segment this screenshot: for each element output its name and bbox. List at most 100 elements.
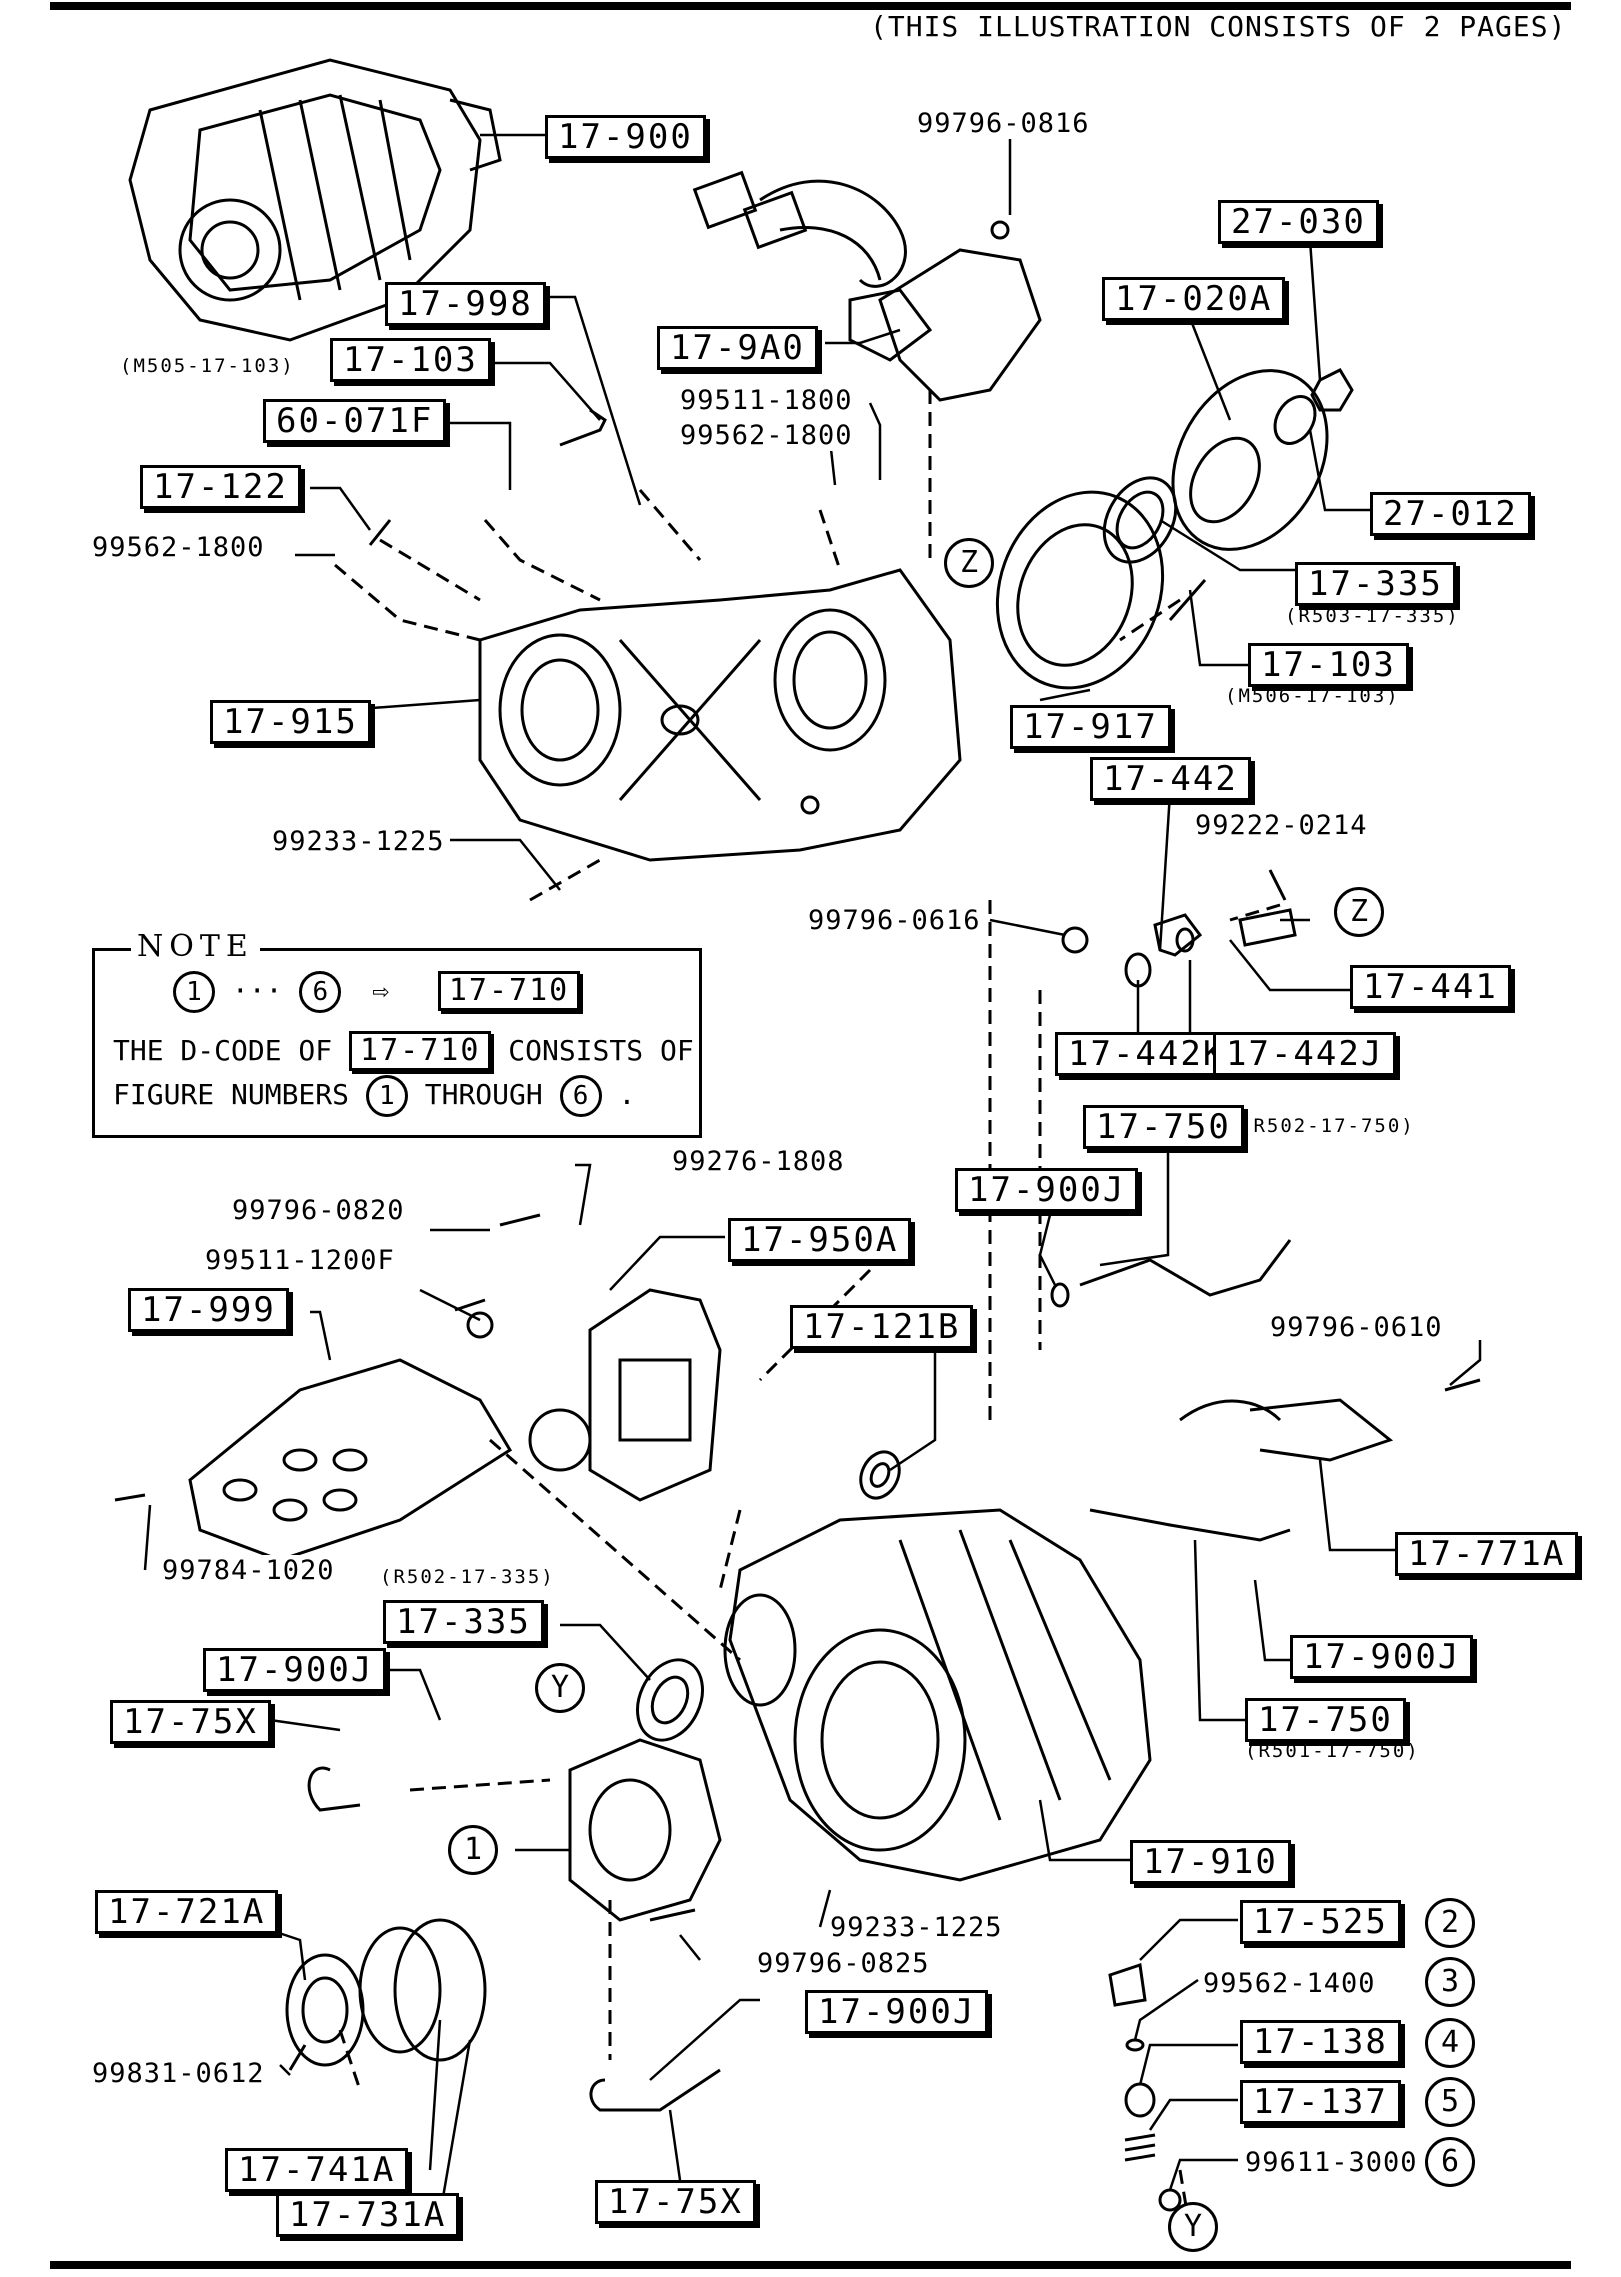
part-code-17-771A[interactable]: 17-771A — [1395, 1532, 1579, 1576]
figure-number-6: 6 — [1425, 2137, 1475, 2187]
part-code-17-137[interactable]: 17-137 — [1240, 2080, 1401, 2124]
part-code-17-910[interactable]: 17-910 — [1130, 1840, 1291, 1884]
oil-pipe-lower-drawing — [307, 1766, 721, 2112]
rear-case-drawing — [723, 1508, 1152, 1882]
ref-r501-17-750: (R501-17-750) — [1245, 1740, 1420, 1762]
relief-valve-parts-drawing — [1108, 1963, 1182, 2212]
part-number-99276-1808: 99276-1808 — [672, 1146, 845, 1177]
figure-number-1: 1 — [448, 1825, 498, 1875]
part-code-17-138[interactable]: 17-138 — [1240, 2020, 1401, 2064]
note-dots: ··· — [231, 974, 283, 1007]
note-box: NOTE 1 ··· 6 ⇨ 17-710 THE D-CODE OF 17-7… — [92, 929, 702, 1138]
part-code-17-103-lower[interactable]: 17-103 — [1248, 643, 1409, 687]
companion-flange-drawing — [1102, 368, 1354, 621]
fasteners-drawing — [114, 408, 1481, 2071]
part-code-17-335-upper[interactable]: 17-335 — [1295, 562, 1456, 606]
note-line-3-post: . — [618, 1078, 636, 1111]
part-code-17-442J[interactable]: 17-442J — [1213, 1032, 1397, 1076]
note-line-1: 1 ··· 6 ⇨ 17-710 — [173, 971, 581, 1013]
illustration-pages-note: (THIS ILLUSTRATION CONSISTS OF 2 PAGES) — [870, 10, 1567, 43]
part-code-17-75X-lower[interactable]: 17-75X — [595, 2180, 756, 2224]
part-code-17-750-lower[interactable]: 17-750 — [1245, 1698, 1406, 1742]
figure-number-2: 2 — [1425, 1898, 1475, 1948]
callout-z-lower: Z — [1334, 887, 1384, 937]
part-code-17-900J-right[interactable]: 17-900J — [1290, 1635, 1474, 1679]
note-line-2-pre: THE D-CODE OF — [113, 1034, 333, 1067]
skid-plate-drawing — [188, 1358, 513, 1562]
note-circle-6b: 6 — [559, 1075, 602, 1117]
callout-y-upper: Y — [535, 1663, 585, 1713]
part-code-60-071F[interactable]: 60-071F — [263, 399, 447, 443]
part-number-99562-1800-left: 99562-1800 — [92, 532, 265, 563]
note-arrow-icon: ⇨ — [372, 974, 390, 1007]
oil-pump-housing-drawing — [568, 1738, 722, 1922]
note-line-3-mid: THROUGH — [424, 1078, 543, 1111]
note-code-17-710-b[interactable]: 17-710 — [349, 1031, 492, 1071]
part-code-17-900J-upper[interactable]: 17-900J — [955, 1168, 1139, 1212]
part-code-17-9A0[interactable]: 17-9A0 — [657, 326, 818, 370]
part-number-99562-1800-right: 99562-1800 — [680, 420, 853, 451]
part-number-99796-0816: 99796-0816 — [917, 108, 1090, 139]
part-code-17-525[interactable]: 17-525 — [1240, 1900, 1401, 1944]
part-code-17-122[interactable]: 17-122 — [140, 465, 301, 509]
oil-pump-cover-drawing — [528, 1288, 722, 1502]
part-code-17-900J-left[interactable]: 17-900J — [203, 1648, 387, 1692]
front-case-drawing — [478, 568, 962, 862]
part-code-17-731A[interactable]: 17-731A — [276, 2193, 460, 2237]
part-number-99611-3000: 99611-3000 — [1245, 2147, 1418, 2178]
part-code-17-335-lower[interactable]: 17-335 — [383, 1600, 544, 1644]
note-circle-1: 1 — [173, 971, 215, 1013]
figure-number-5: 5 — [1425, 2077, 1475, 2127]
part-number-99796-0825: 99796-0825 — [757, 1948, 930, 1979]
oil-pipe-upper-drawing — [1050, 1239, 1292, 1308]
part-number-99796-0616: 99796-0616 — [808, 905, 981, 936]
part-code-17-998[interactable]: 17-998 — [385, 282, 546, 326]
note-line-2: THE D-CODE OF 17-710 CONSISTS OF — [113, 1031, 694, 1071]
part-code-17-75X-upper[interactable]: 17-75X — [110, 1700, 271, 1744]
rear-cover-drawing — [995, 490, 1165, 690]
figure-number-3: 3 — [1425, 1957, 1475, 2007]
part-number-99511-1200F: 99511-1200F — [205, 1245, 395, 1276]
part-code-17-900[interactable]: 17-900 — [545, 115, 706, 159]
rear-seal-plate-drawing — [285, 1918, 487, 2067]
part-number-99511-1800: 99511-1800 — [680, 385, 853, 416]
ref-m505-17-103: (M505-17-103) — [120, 355, 295, 377]
part-number-99796-0820: 99796-0820 — [232, 1195, 405, 1226]
part-code-17-020A[interactable]: 17-020A — [1102, 277, 1286, 321]
part-code-17-900J-lower[interactable]: 17-900J — [805, 1990, 989, 2034]
note-circle-1b: 1 — [365, 1075, 408, 1117]
part-code-17-442[interactable]: 17-442 — [1090, 757, 1251, 801]
part-code-27-030[interactable]: 27-030 — [1218, 200, 1379, 244]
oil-seals-drawing — [636, 1450, 901, 1742]
part-code-17-950A[interactable]: 17-950A — [728, 1218, 912, 1262]
part-code-17-442K[interactable]: 17-442K — [1055, 1032, 1239, 1076]
part-code-17-121B[interactable]: 17-121B — [790, 1305, 974, 1349]
part-code-17-441[interactable]: 17-441 — [1350, 965, 1511, 1009]
part-code-17-103-upper[interactable]: 17-103 — [330, 338, 491, 382]
part-code-27-012[interactable]: 27-012 — [1370, 492, 1531, 536]
part-code-17-721A[interactable]: 17-721A — [95, 1890, 279, 1934]
part-number-99222-0214: 99222-0214 — [1195, 810, 1368, 841]
part-number-99233-1225-upper: 99233-1225 — [272, 826, 445, 857]
callout-y-lower: Y — [1168, 2202, 1218, 2252]
ref-r503-17-335: (R503-17-335) — [1285, 605, 1460, 627]
part-code-17-750-upper[interactable]: 17-750 — [1083, 1105, 1244, 1149]
ref-r502-17-750: (R502-17-750) — [1240, 1115, 1415, 1137]
part-code-17-917[interactable]: 17-917 — [1010, 705, 1171, 749]
part-number-99796-0610: 99796-0610 — [1270, 1312, 1443, 1343]
ref-r502-17-335: (R502-17-335) — [380, 1566, 555, 1588]
speed-sensor-drawing — [1061, 869, 1297, 988]
note-title: NOTE — [131, 929, 260, 964]
part-code-17-999[interactable]: 17-999 — [128, 1288, 289, 1332]
ref-m506-17-103: (M506-17-103) — [1225, 685, 1400, 707]
note-line-2-post: CONSISTS OF — [508, 1034, 694, 1067]
oil-pipe-right-drawing — [1089, 1398, 1394, 1542]
part-number-99562-1400: 99562-1400 — [1203, 1968, 1376, 1999]
note-code-17-710-a[interactable]: 17-710 — [437, 971, 581, 1011]
part-code-17-741A[interactable]: 17-741A — [225, 2148, 409, 2192]
callout-z-upper: Z — [944, 538, 994, 588]
part-number-99233-1225-lower: 99233-1225 — [830, 1912, 1003, 1943]
part-number-99784-1020: 99784-1020 — [162, 1555, 335, 1586]
part-code-17-915[interactable]: 17-915 — [210, 700, 371, 744]
